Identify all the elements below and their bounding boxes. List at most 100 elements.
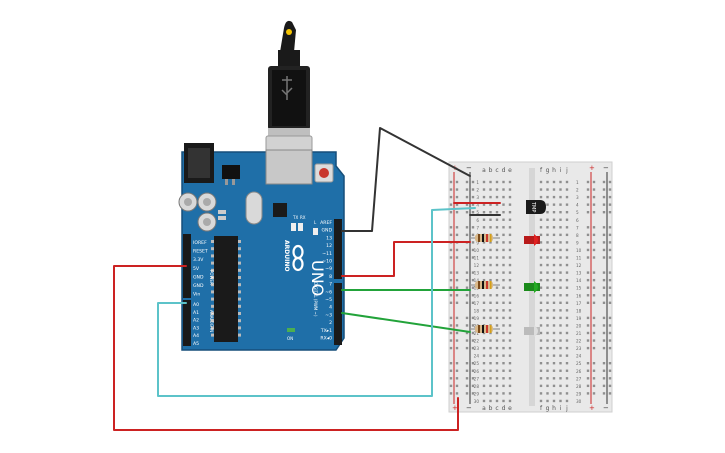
- resistor-2[interactable]: [470, 281, 500, 289]
- power-pin-label-2: 3.3V: [193, 257, 204, 263]
- row-number-right: 25: [576, 361, 582, 366]
- row-number-left: 5: [476, 210, 479, 215]
- analog-pin-label-2: A2: [193, 318, 199, 324]
- rail-plus-right-bottom: +: [589, 404, 595, 412]
- row-number-right: 29: [576, 391, 582, 396]
- column-letter-b: b: [489, 167, 493, 174]
- column-letter-e: e: [508, 167, 512, 174]
- column-letter-a: a: [482, 405, 486, 412]
- analog-group-label: ANALOG IN: [209, 310, 214, 332]
- row-number-left: 26: [474, 369, 480, 374]
- analog-pin-label-3: A3: [193, 325, 199, 331]
- tx-label: TX: [292, 215, 298, 220]
- wire-a0-cyan[interactable]: [157, 207, 476, 397]
- resistor-1[interactable]: [470, 234, 500, 242]
- resistor-3[interactable]: [470, 325, 500, 333]
- row-number-right: 23: [576, 346, 582, 351]
- row-number-right: 24: [576, 354, 582, 359]
- digital-pin-label-11: 4: [329, 305, 332, 311]
- row-number-right: 22: [576, 339, 582, 344]
- tx-led: [291, 223, 296, 231]
- digital-pin-label-14: TX▸1: [320, 328, 332, 334]
- row-number-right: 17: [576, 301, 582, 306]
- arduino-uno-board[interactable]: TX RX L ARDUINO UNO ON IOREFRESET3.3V5VG…: [178, 143, 345, 351]
- analog-pin-label-0: A0: [193, 302, 199, 308]
- rail-plus-left-bottom: +: [452, 404, 458, 412]
- row-number-right: 1: [576, 180, 579, 185]
- digital-pin-label-7: 8: [329, 274, 332, 280]
- row-number-right: 9: [576, 240, 579, 245]
- led-green[interactable]: [524, 281, 540, 293]
- rail-minus-left-bottom: −: [466, 404, 472, 412]
- row-number-left: 9: [476, 240, 479, 245]
- row-number-left: 23: [474, 346, 480, 351]
- rail-minus-left-top: −: [466, 164, 472, 172]
- row-number-left: 22: [474, 339, 480, 344]
- led-white[interactable]: [524, 325, 540, 337]
- digital-pin-label-15: RX◂0: [320, 336, 332, 342]
- row-number-right: 19: [576, 316, 582, 321]
- digital-pin-label-13: 2: [329, 320, 332, 326]
- row-number-left: 12: [474, 263, 480, 268]
- row-number-left: 10: [474, 248, 480, 253]
- column-letter-h: h: [552, 405, 556, 412]
- row-number-left: 4: [476, 203, 479, 208]
- row-number-left: 3: [476, 195, 479, 200]
- row-number-right: 5: [576, 210, 579, 215]
- usb-chip: [273, 203, 287, 217]
- row-number-left: 7: [476, 225, 479, 230]
- power-pin-label-6: Vin: [193, 292, 200, 298]
- row-number-right: 6: [576, 218, 579, 223]
- digital-pin-label-8: 7: [329, 282, 332, 288]
- analog-header: [183, 300, 191, 346]
- digital-pin-label-10: ~5: [325, 297, 332, 303]
- column-letter-b: b: [489, 405, 493, 412]
- row-number-right: 21: [576, 331, 582, 336]
- crystal: [245, 191, 263, 225]
- power-group-label: POWER: [209, 270, 214, 285]
- wire-pin4-green[interactable]: [341, 312, 471, 333]
- arduino-model: UNO: [308, 260, 327, 296]
- on-led: [287, 328, 295, 332]
- rail-minus-right-top: −: [603, 164, 609, 172]
- sensor-label: TMP: [530, 201, 536, 212]
- row-number-left: 11: [474, 256, 480, 261]
- rx-led: [298, 223, 303, 231]
- power-pin-label-5: GND: [193, 283, 204, 289]
- digital-pin-label-6: ~9: [325, 266, 332, 272]
- row-number-left: 25: [474, 361, 480, 366]
- power-pin-label-3: 5V: [193, 266, 200, 272]
- digital-pin-label-9: ~6: [325, 289, 332, 295]
- row-number-right: 16: [576, 293, 582, 298]
- temperature-sensor[interactable]: TMP: [526, 200, 546, 214]
- row-number-right: 2: [576, 188, 579, 193]
- column-letter-c: c: [495, 405, 498, 412]
- row-number-right: 4: [576, 203, 579, 208]
- power-pin-label-1: RESET: [193, 249, 208, 255]
- atmega-chip: [214, 236, 238, 342]
- row-number-right: 27: [576, 376, 582, 381]
- row-number-right: 13: [576, 271, 582, 276]
- led-red[interactable]: [524, 234, 540, 246]
- l-led: [313, 228, 318, 235]
- digital-group-label: DIGITAL (PWM ~): [313, 282, 318, 317]
- digital-pin-label-3: 12: [326, 243, 332, 249]
- row-number-left: 6: [476, 218, 479, 223]
- column-letter-d: d: [502, 405, 506, 412]
- wires: [113, 127, 501, 431]
- digital-pin-label-0: AREF: [320, 220, 332, 226]
- column-letter-i: i: [560, 405, 562, 412]
- row-number-right: 8: [576, 233, 579, 238]
- usb-port: [265, 149, 313, 185]
- row-number-right: 7: [576, 225, 579, 230]
- row-number-left: 27: [474, 376, 480, 381]
- row-number-left: 21: [474, 331, 480, 336]
- wire-gnd-black[interactable]: [341, 127, 471, 232]
- column-letter-h: h: [552, 167, 556, 174]
- analog-pin-label-1: A1: [193, 310, 199, 316]
- wire-5v-red[interactable]: [113, 265, 459, 431]
- row-number-right: 12: [576, 263, 582, 268]
